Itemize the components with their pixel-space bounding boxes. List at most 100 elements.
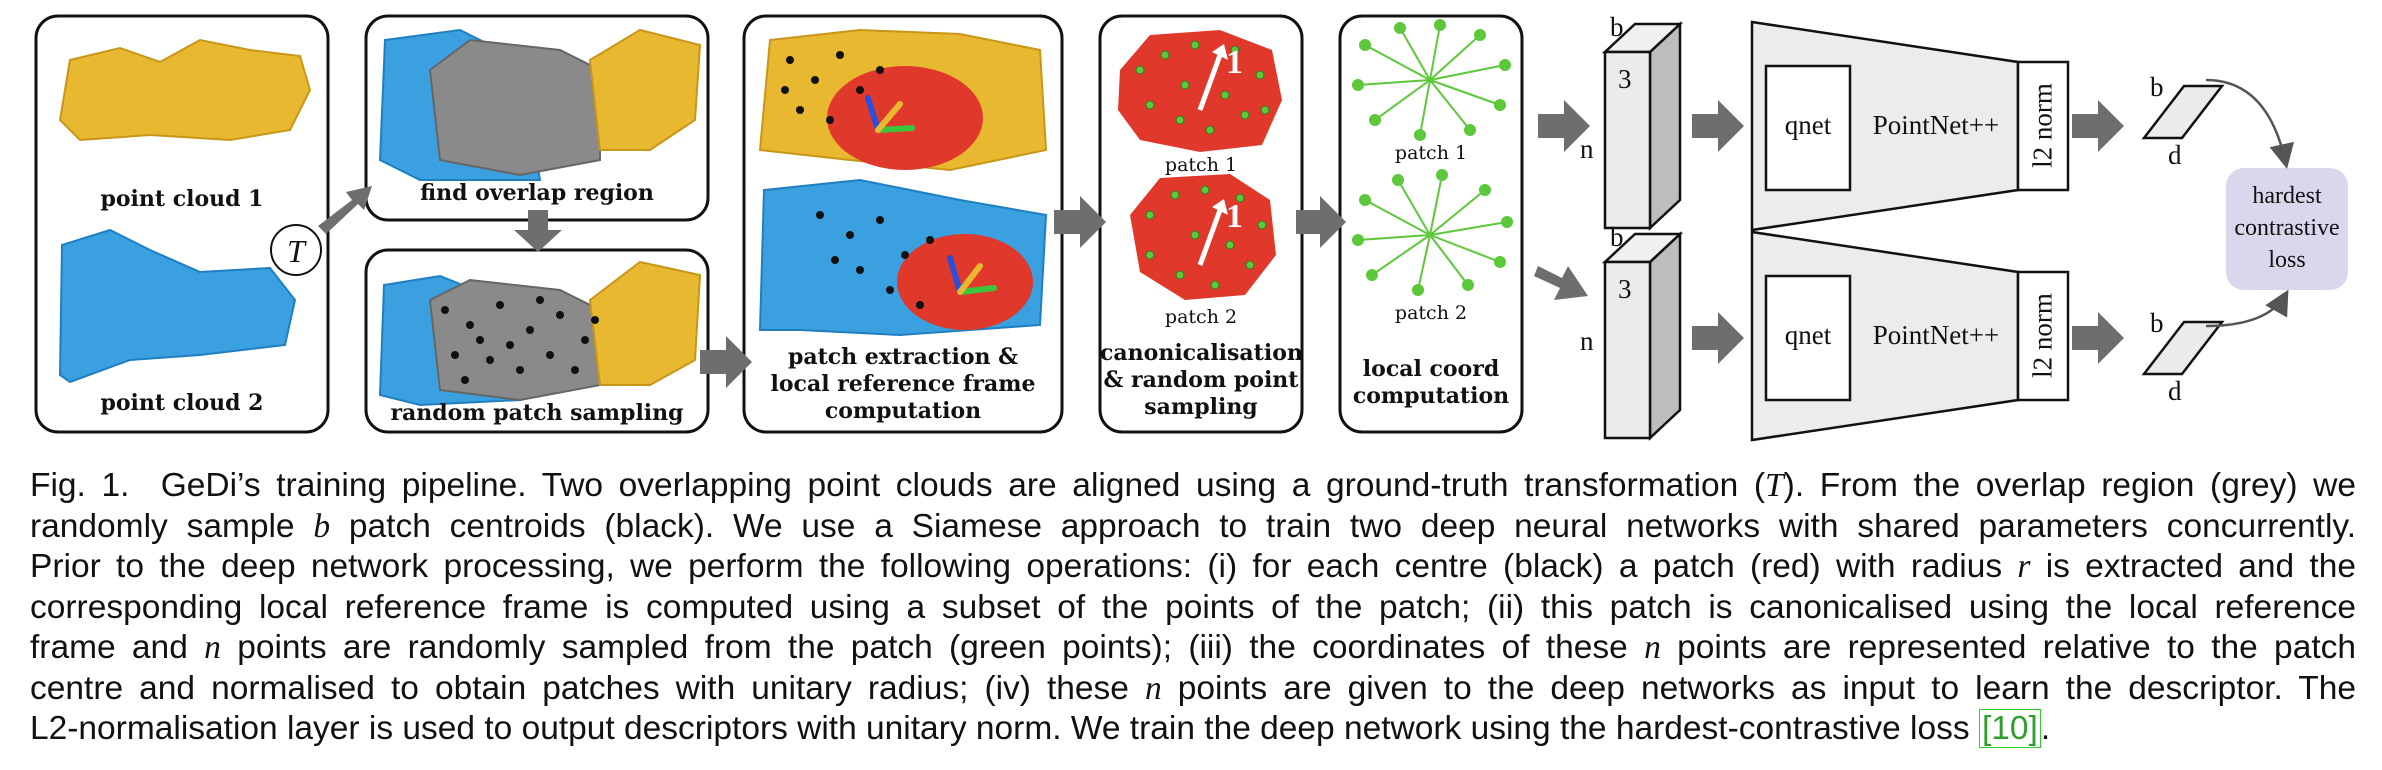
dim-b-2: b — [1610, 222, 1624, 252]
caption-text: L2-normalisation layer is used to output… — [30, 710, 1970, 747]
norm-label-2: l2 norm — [2027, 293, 2058, 378]
caption-text: GeDi’s training pipeline. Two overlappin… — [160, 467, 1766, 504]
desc-dim-b-2: b — [2150, 308, 2164, 338]
arrow-net1-to-desc1 — [2072, 100, 2124, 152]
caption-math-n: n — [1144, 669, 1162, 707]
descriptor-2 — [2141, 320, 2225, 376]
canonical-patch-1 — [1118, 30, 1282, 152]
extraction-black-centroids — [781, 51, 934, 309]
overlap-yellow-shape — [588, 28, 702, 151]
arrow-T-to-overlap — [318, 186, 372, 234]
backbone-label-1: PointNet++ — [1872, 110, 2000, 140]
caption-math-b: b — [313, 507, 331, 545]
caption-line-3: Prior to the deep network processing, we… — [30, 547, 2356, 588]
sampling-yellow-shape — [588, 260, 702, 386]
norm-box-2 — [2016, 270, 2070, 402]
canonical-patch-2 — [1130, 174, 1276, 300]
loss-label: hardest contrastive loss — [2226, 180, 2348, 276]
block-arrows — [318, 100, 2124, 388]
radius-label-2: 1 — [1226, 198, 1243, 235]
caption-text: patch centroids (black). We use a Siames… — [348, 507, 2357, 545]
extraction-red-patch-1 — [827, 66, 983, 170]
loss-arrow-2 — [2205, 289, 2289, 328]
caption-text: frame and — [30, 629, 188, 666]
desc-dim-d-1: d — [2168, 140, 2182, 170]
caption-math-n: n — [204, 629, 221, 666]
arrow-net2-to-desc2 — [2072, 312, 2124, 364]
point-cloud-2-shape — [58, 228, 297, 384]
figure-caption: Fig. 1. GeDi’s training pipeline. Two ov… — [30, 466, 2356, 750]
input-tensor-2 — [1601, 231, 1684, 441]
dim-b-1: b — [1610, 12, 1624, 42]
label-canonical-patch-1: patch 1 — [1164, 154, 1238, 176]
arrow-local-to-input-1 — [1538, 100, 1590, 152]
caption-text: randomly sample — [30, 507, 295, 545]
network-1 — [1750, 20, 2070, 232]
caption-text: points are given to the deep networks as… — [1177, 669, 2356, 707]
caption-text: ). From the overlap region (grey) we — [1783, 467, 2356, 504]
dim-3-1: 3 — [1618, 64, 1632, 94]
label-transform-T: T — [287, 233, 305, 269]
caption-line-5: frame and n points are randomly sampled … — [30, 628, 2356, 669]
loss-label-l1: hardest — [2252, 183, 2322, 209]
caption-math-T: T — [1765, 467, 1784, 504]
label-local-coord-l1: local coord — [1362, 356, 1500, 382]
caption-text: is extracted and the — [2045, 548, 2356, 585]
label-local-patch-2: patch 2 — [1394, 302, 1468, 324]
label-local-patch-1: patch 1 — [1394, 142, 1468, 164]
input-tensor-1 — [1601, 21, 1684, 231]
label-random-patch-sampling: random patch sampling — [390, 400, 684, 426]
caption-text: . — [2040, 710, 2051, 747]
arrow-overlap-to-sampling — [514, 210, 562, 252]
loss-label-l2: contrastive — [2234, 215, 2340, 241]
caption-text: Prior to the deep network processing, we… — [30, 548, 2003, 585]
descriptor-1 — [2141, 84, 2225, 140]
caption-fig-number: Fig. 1. — [30, 467, 130, 504]
canonical-radius-arrows — [1197, 44, 1228, 266]
dim-n-2: n — [1580, 326, 1594, 356]
pipeline-figure — [34, 14, 2348, 442]
caption-line-7: L2-normalisation layer is used to output… — [30, 709, 2356, 750]
norm-box-1 — [2016, 60, 2070, 192]
arrow-local-to-input-2 — [1534, 266, 1588, 300]
sampling-grey-shape — [428, 278, 601, 402]
label-find-overlap: find overlap region — [420, 180, 654, 206]
caption-text: centre and normalised to obtain patches … — [30, 669, 1129, 707]
arrow-sampling-to-extraction — [700, 336, 752, 388]
label-local-coord: local coord computation — [1340, 356, 1522, 410]
label-canonicalisation-l1: canonicalisation — [1100, 340, 1303, 366]
extraction-lrf-axes-1 — [865, 95, 915, 133]
norm-label-1: l2 norm — [2027, 83, 2058, 168]
overlap-grey-shape — [428, 38, 601, 177]
dim-3-2: 3 — [1618, 274, 1632, 304]
arrow-input2-to-net2 — [1692, 312, 1744, 364]
caption-text: points are randomly sampled from the pat… — [237, 629, 1628, 666]
sampling-black-centroids — [441, 296, 599, 384]
citation-link[interactable]: [10] — [1978, 709, 2041, 748]
label-canonicalisation-l3: sampling — [1144, 394, 1258, 420]
label-canonicalisation-l2: & random point — [1103, 367, 1299, 393]
arrow-canonical-to-local — [1296, 196, 1346, 248]
caption-text: corresponding local reference frame is c… — [30, 588, 2356, 626]
radius-label-1: 1 — [1226, 44, 1243, 81]
network-2 — [1750, 230, 2070, 442]
label-point-cloud-1: point cloud 1 — [100, 186, 264, 212]
label-patch-extraction-l2: local reference frame — [770, 371, 1036, 397]
label-point-cloud-2: point cloud 2 — [100, 390, 264, 416]
caption-math-n: n — [1644, 629, 1661, 666]
caption-line-2: randomly sample b patch centroids (black… — [30, 507, 2356, 548]
dim-n-1: n — [1580, 134, 1594, 164]
label-canonical-patch-2: patch 2 — [1164, 306, 1238, 328]
extraction-lrf-axes-2 — [947, 255, 997, 295]
caption-math-r: r — [2017, 548, 2031, 585]
desc-dim-d-2: d — [2168, 376, 2182, 406]
loss-arrow-1 — [2205, 78, 2295, 169]
label-patch-extraction-l1: patch extraction & — [787, 344, 1019, 370]
qnet-box-2 — [1764, 274, 1852, 402]
transform-symbol-circle — [270, 224, 322, 276]
qnet-label-2: qnet — [1784, 320, 1832, 350]
label-patch-extraction-l3: computation — [824, 398, 982, 424]
point-cloud-1-shape — [58, 38, 312, 142]
arrow-extraction-to-canonical — [1054, 196, 1106, 248]
qnet-label-1: qnet — [1784, 110, 1832, 140]
